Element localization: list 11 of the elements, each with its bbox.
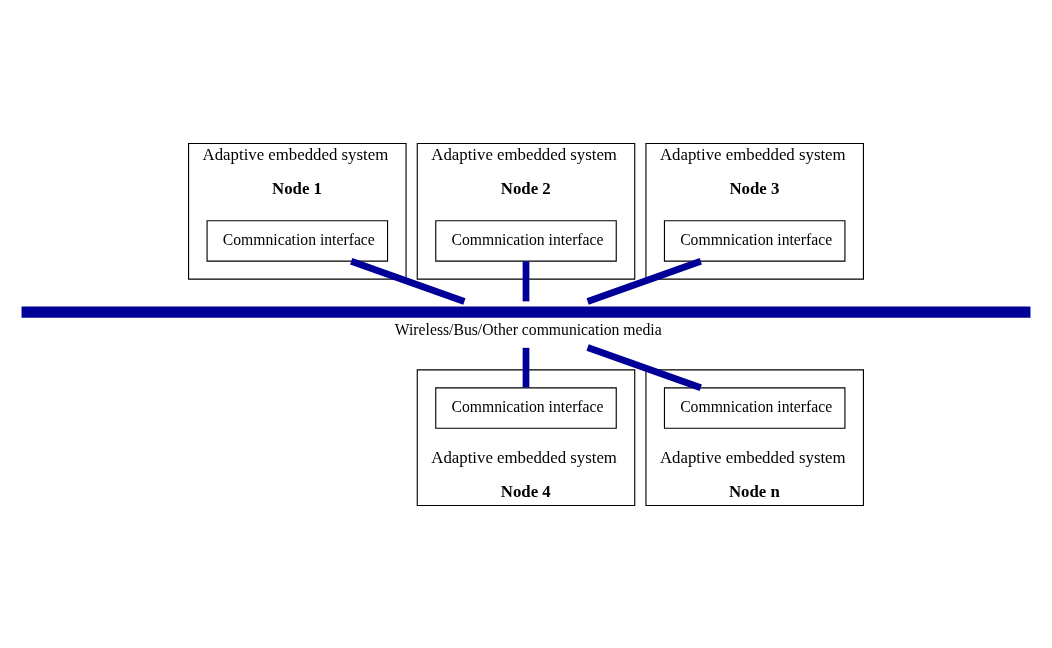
node-box: Commnication interface <box>435 219 617 262</box>
connector <box>586 343 702 391</box>
node-box: Commnication interface <box>663 386 846 429</box>
node-box: Commnication interface <box>435 386 617 429</box>
connector <box>586 257 702 305</box>
node-label: Wireless/Bus/Other communication media <box>394 320 662 338</box>
node-bar <box>21 306 1031 318</box>
node-box: Commnication interface <box>663 219 846 262</box>
node-box: Commnication interface <box>206 219 389 262</box>
connector <box>350 257 466 305</box>
connector <box>522 260 530 301</box>
